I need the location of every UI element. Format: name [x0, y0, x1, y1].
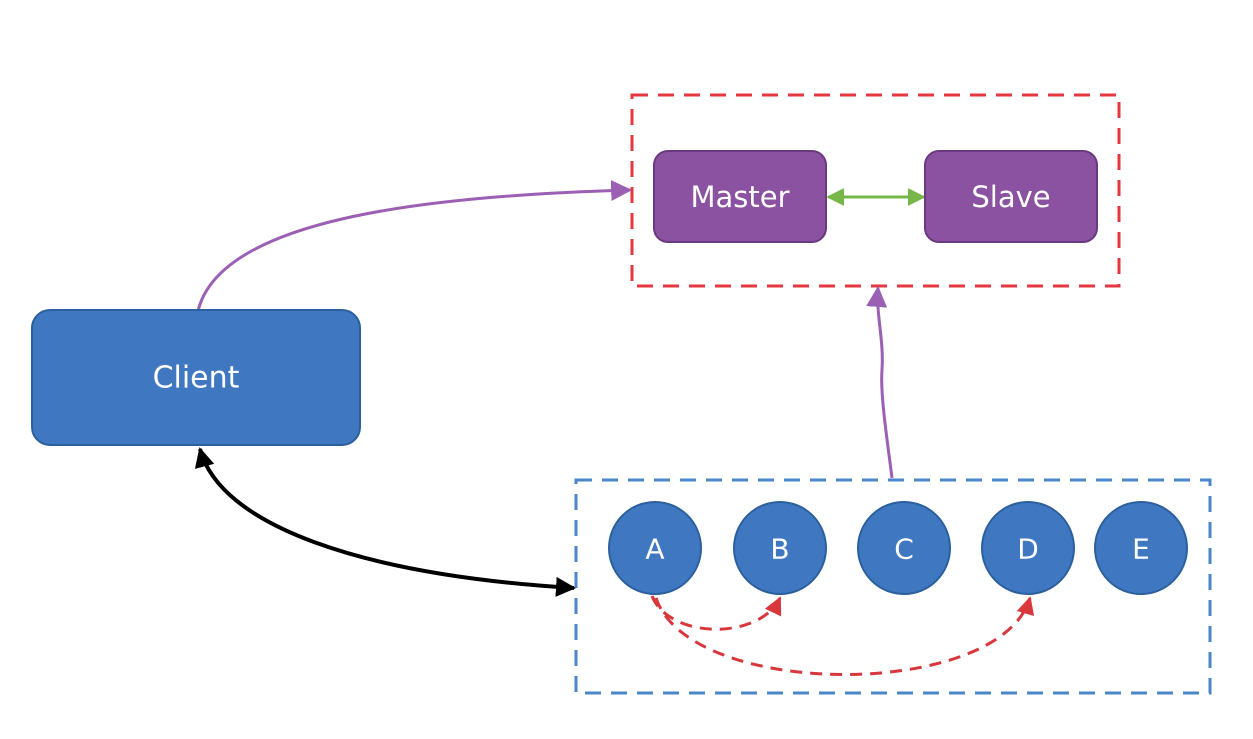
node-c-circle [857, 501, 951, 595]
slave-box [924, 150, 1098, 243]
node-e: E [1094, 501, 1188, 595]
client-label: Client [153, 361, 240, 396]
master-box [653, 150, 827, 243]
node-a-circle [608, 501, 702, 595]
node-d: D [981, 501, 1075, 595]
slave-label: Slave [971, 180, 1050, 214]
master-node: Master [653, 150, 827, 243]
node-d-label: D [1017, 533, 1039, 566]
edge-node-c-to-cluster [866, 285, 894, 479]
node-a-label: A [645, 533, 664, 566]
node-e-label: E [1132, 533, 1150, 566]
node-c-label: C [894, 533, 914, 566]
node-group-boundary [574, 478, 1212, 695]
node-c: C [857, 501, 951, 595]
node-e-circle [1094, 501, 1188, 595]
edge-client-to-master [196, 180, 633, 312]
node-b-label: B [770, 533, 789, 566]
slave-node: Slave [924, 150, 1098, 243]
edge-client-to-nodes [194, 447, 576, 597]
node-a: A [608, 501, 702, 595]
node-b-circle [733, 501, 827, 595]
master-label: Master [690, 180, 789, 214]
client-node: Client [31, 309, 361, 446]
client-box [31, 309, 361, 446]
node-d-circle [981, 501, 1075, 595]
node-b: B [733, 501, 827, 595]
edge-a-to-d-redirect [654, 596, 1035, 676]
